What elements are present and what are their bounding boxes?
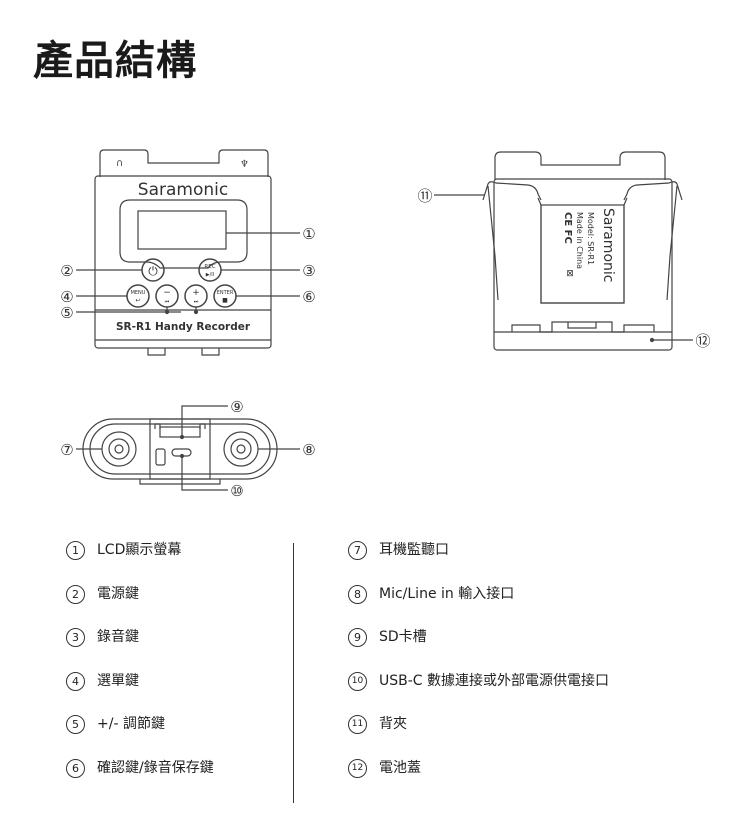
- legend-item: 12 電池蓋: [348, 758, 609, 802]
- front-model-label: SR-R1 Handy Recorder: [116, 321, 251, 333]
- legend-item: 6 確認鍵/錄音保存鍵: [66, 758, 214, 802]
- callout-10: ⑩: [230, 482, 243, 500]
- callout-12: ⑫: [695, 332, 710, 350]
- legend-number: 8: [348, 584, 367, 604]
- legend-number: 10: [348, 671, 367, 691]
- legend-column-right: 7 耳機監聽口 8 Mic/Line in 輸入接口 9 SD卡槽 10 USB-C 數…: [348, 540, 609, 801]
- play-pause-label: ▶/II: [206, 272, 214, 278]
- legend-number: 7: [348, 541, 367, 560]
- parts-legend: 1 LCD顯示螢幕 2 電源鍵 3 錄音鍵 4 選單鍵 5 +/- 調節鍵 6 確認鍵/錄音…: [0, 540, 750, 810]
- front-view: ∩ ♆ Saramonic ⏻ REC ▶/II MENU ↩ − ⏮: [76, 149, 300, 356]
- legend-label: SD卡槽: [379, 629, 427, 645]
- legend-label: 電源鍵: [97, 585, 139, 602]
- headphone-jack: [101, 431, 137, 467]
- callout-1: ①: [302, 225, 315, 243]
- legend-label: USB-C 數據連接或外部電源供電接口: [379, 672, 610, 689]
- legend-number: 9: [348, 628, 367, 647]
- callout-6: ⑥: [302, 288, 315, 306]
- back-arrow-icon: ↩: [135, 297, 140, 304]
- legend-label: 選單鍵: [97, 672, 139, 689]
- next-icon: ⏭: [194, 299, 199, 305]
- legend-label: Mic/Line in 輸入接口: [379, 585, 515, 602]
- legend-label: +/- 調節鍵: [97, 716, 165, 732]
- legend-column-left: 1 LCD顯示螢幕 2 電源鍵 3 錄音鍵 4 選單鍵 5 +/- 調節鍵 6 確認鍵/錄音…: [66, 540, 214, 801]
- prev-icon: ⏮: [165, 299, 170, 305]
- legend-label: 電池蓋: [379, 759, 421, 776]
- legend-item: 4 選單鍵: [66, 671, 214, 715]
- ce-fcc-marks: CE FC: [562, 212, 573, 244]
- legend-divider: [293, 543, 294, 803]
- back-model: Model: SR-R1: [586, 212, 595, 265]
- back-view: Saramonic Model: SR-R1 Made in China CE …: [434, 151, 693, 351]
- legend-item: 11 背夾: [348, 714, 609, 758]
- legend-number: 2: [66, 584, 85, 604]
- recycle-bin-icon: ⊠: [566, 269, 574, 279]
- product-diagram: ∩ ♆ Saramonic ⏻ REC ▶/II MENU ↩ − ⏮: [60, 149, 711, 500]
- menu-label: MENU: [131, 290, 146, 296]
- legend-number: 11: [348, 715, 367, 734]
- page-title: 產品結構: [33, 38, 197, 84]
- legend-item: 9 SD卡槽: [348, 627, 609, 671]
- legend-number: 12: [348, 758, 367, 778]
- lcd-screen: [137, 210, 227, 250]
- sd-card-slot: [159, 426, 201, 438]
- enter-label: ENTER: [217, 290, 234, 296]
- callout-8: ⑧: [302, 441, 315, 459]
- callout-5: ⑤: [60, 304, 73, 322]
- legend-item: 7 耳機監聽口: [348, 540, 609, 584]
- legend-item: 3 錄音鍵: [66, 627, 214, 671]
- legend-number: 5: [66, 715, 85, 734]
- legend-number: 4: [66, 671, 85, 691]
- mic-icon: ♆: [240, 159, 249, 170]
- back-label-plate: [540, 204, 625, 304]
- callout-11: ⑪: [417, 187, 432, 205]
- legend-item: 10 USB-C 數據連接或外部電源供電接口: [348, 671, 609, 715]
- rec-label: REC: [204, 264, 215, 270]
- legend-number: 6: [66, 758, 85, 778]
- power-icon: ⏻: [148, 264, 158, 278]
- callout-3: ③: [302, 262, 315, 280]
- minus-icon: −: [163, 288, 171, 298]
- callout-4: ④: [60, 288, 73, 306]
- callout-7: ⑦: [60, 441, 73, 459]
- legend-label: 背夾: [379, 716, 407, 732]
- legend-item: 8 Mic/Line in 輸入接口: [348, 584, 609, 628]
- legend-item: 5 +/- 調節鍵: [66, 714, 214, 758]
- front-brand: Saramonic: [138, 180, 228, 200]
- legend-item: 2 電源鍵: [66, 584, 214, 628]
- plus-icon: +: [192, 288, 200, 298]
- legend-item: 1 LCD顯示螢幕: [66, 540, 214, 584]
- legend-number: 1: [66, 541, 85, 560]
- back-brand: Saramonic: [600, 208, 616, 282]
- legend-label: 錄音鍵: [97, 629, 139, 645]
- legend-label: 耳機監聽口: [379, 542, 449, 558]
- bottom-view: [76, 405, 300, 491]
- stop-icon: ■: [222, 297, 228, 304]
- headphone-icon: ∩: [116, 158, 123, 169]
- mic-line-jack: [223, 431, 259, 467]
- callout-2: ②: [60, 262, 73, 280]
- legend-label: 確認鍵/錄音保存鍵: [97, 759, 214, 776]
- callout-9: ⑨: [230, 398, 243, 416]
- legend-label: LCD顯示螢幕: [97, 542, 182, 558]
- legend-number: 3: [66, 628, 85, 647]
- back-origin: Made in China: [575, 212, 584, 269]
